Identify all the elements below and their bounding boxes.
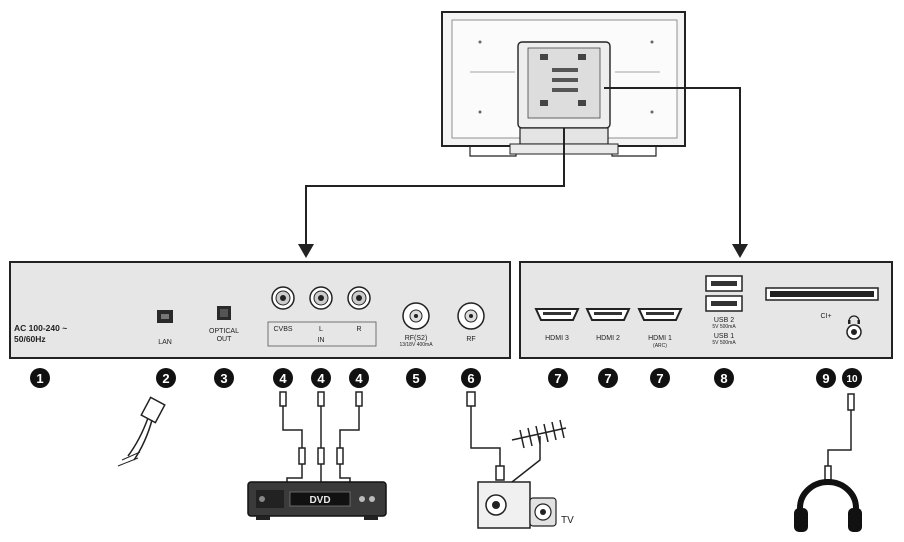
rf-s2-note: 13/18V 400mA (399, 342, 433, 348)
antenna-icon (511, 419, 567, 483)
svg-text:6: 6 (467, 371, 474, 386)
rf-jack-icon (457, 302, 485, 330)
usb-port-icon (705, 295, 743, 312)
svg-text:3: 3 (220, 371, 227, 386)
rf-cable-icon (466, 391, 505, 481)
hdmi-port-icon (585, 308, 631, 321)
svg-text:1: 1 (36, 371, 43, 386)
dvd-label: DVD (309, 495, 330, 506)
svg-text:7: 7 (656, 371, 663, 386)
callout-badge: 10 (842, 368, 862, 388)
callout-badge: 4 (273, 368, 293, 388)
dvd-player-icon: DVD (247, 481, 387, 520)
arrow-head-left (298, 244, 314, 258)
cvbs-label: CVBS (273, 326, 292, 333)
tv-outlet-label: TV (561, 515, 574, 526)
lan-label: LAN (158, 339, 172, 346)
svg-text:7: 7 (604, 371, 611, 386)
headphones-icon (794, 479, 862, 532)
av-cable-icon (279, 391, 363, 482)
lan-cable-icon (117, 396, 166, 467)
hdmi1-sub-label: (ARC) (653, 343, 667, 349)
ci-slot-icon (765, 287, 879, 301)
usb-port-icon (705, 275, 743, 292)
power-label-2: 50/60Hz (14, 334, 46, 344)
callout-badge: 9 (816, 368, 836, 388)
rear-panel-left: AC 100-240 ~ 50/60Hz LAN OPTICAL OUT CVB… (9, 261, 511, 359)
audio-l-label: L (319, 326, 323, 333)
svg-text:4: 4 (279, 371, 287, 386)
usb2-label: USB 2 (714, 317, 734, 324)
usb1-note: 5V 500mA (712, 340, 736, 346)
rear-panel-right: HDMI 3 HDMI 2 HDMI 1 (ARC) USB 2 5V 500m… (519, 261, 893, 359)
callout-badge: 3 (214, 368, 234, 388)
callout-badge: 7 (650, 368, 670, 388)
rca-jack-icon (347, 286, 371, 310)
svg-text:5: 5 (412, 371, 419, 386)
callout-badge: 8 (714, 368, 734, 388)
power-label-1: AC 100-240 ~ (14, 323, 67, 333)
arrow-head-right (732, 244, 748, 258)
callout-badge: 4 (311, 368, 331, 388)
svg-text:10: 10 (846, 374, 858, 385)
hdmi-port-icon (534, 308, 580, 321)
hdmi1-label: HDMI 1 (648, 335, 672, 342)
headphone-jack-icon (846, 315, 862, 340)
svg-text:4: 4 (317, 371, 325, 386)
audio-r-label: R (356, 326, 361, 333)
rca-jack-icon (309, 286, 333, 310)
optical-label-2: OUT (217, 336, 233, 343)
svg-text:4: 4 (355, 371, 363, 386)
arrow-right-panel (604, 87, 741, 246)
ci-label: CI+ (820, 313, 831, 320)
callout-badge: 7 (548, 368, 568, 388)
rca-jack-icon (271, 286, 295, 310)
svg-text:9: 9 (822, 371, 829, 386)
usb2-note: 5V 500mA (712, 324, 736, 330)
callout-badge: 7 (598, 368, 618, 388)
hdmi3-label: HDMI 3 (545, 335, 569, 342)
av-in-label: IN (318, 337, 325, 344)
tv-back-icon (441, 11, 686, 157)
rf-s2-label: RF(S2) (405, 335, 428, 342)
headphone-cable-icon (824, 393, 855, 481)
hdmi-port-icon (637, 308, 683, 321)
wall-outlet-icon (477, 481, 557, 529)
callout-badge: 4 (349, 368, 369, 388)
rf-jack-icon (402, 302, 430, 330)
callout-badge: 2 (156, 368, 176, 388)
arrow-left-panel (305, 128, 565, 246)
callout-badge: 5 (406, 368, 426, 388)
callout-badge: 1 (30, 368, 50, 388)
svg-text:8: 8 (720, 371, 727, 386)
svg-text:2: 2 (162, 371, 169, 386)
hdmi2-label: HDMI 2 (596, 335, 620, 342)
callout-badge: 6 (461, 368, 481, 388)
optical-label-1: OPTICAL (209, 328, 239, 335)
svg-text:7: 7 (554, 371, 561, 386)
rf-label: RF (466, 336, 475, 343)
usb1-label: USB 1 (714, 333, 734, 340)
